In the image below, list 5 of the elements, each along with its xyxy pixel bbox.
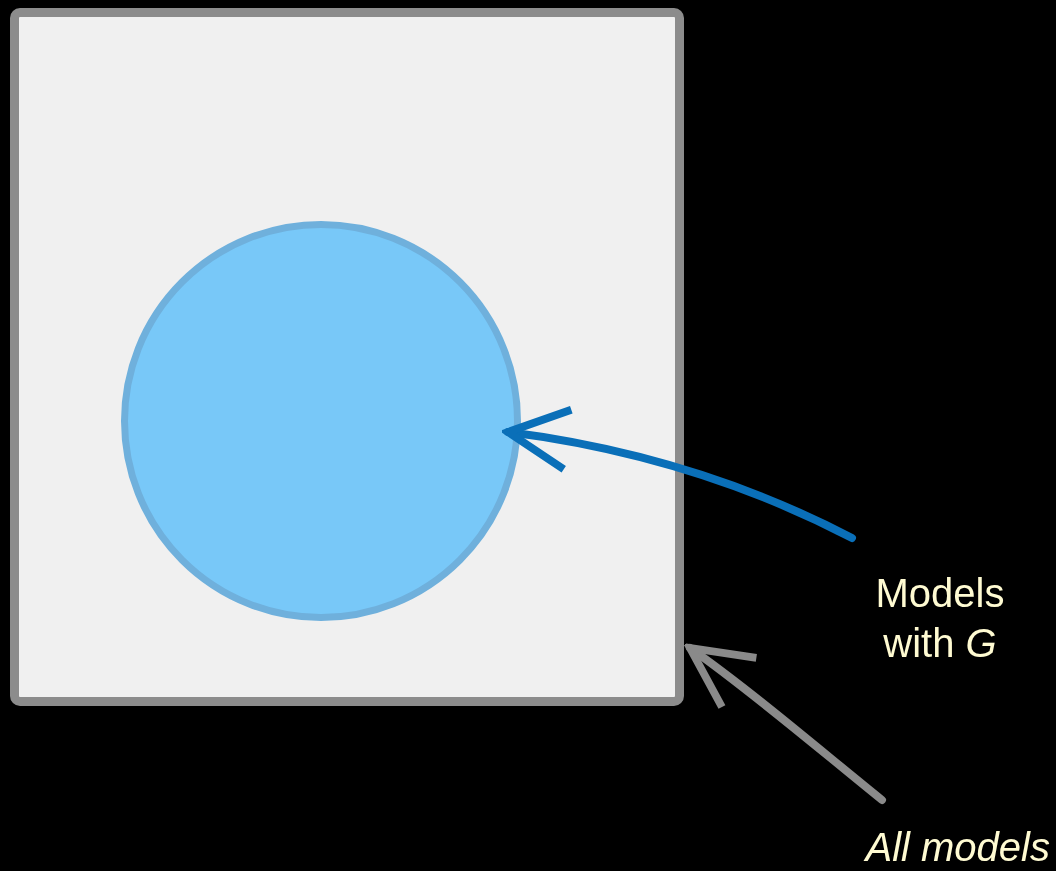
arrow	[504, 406, 856, 542]
text-label: Models with G	[840, 568, 1040, 668]
arrow	[686, 644, 886, 804]
set-box	[10, 8, 684, 706]
text-label: All models	[800, 822, 1050, 871]
